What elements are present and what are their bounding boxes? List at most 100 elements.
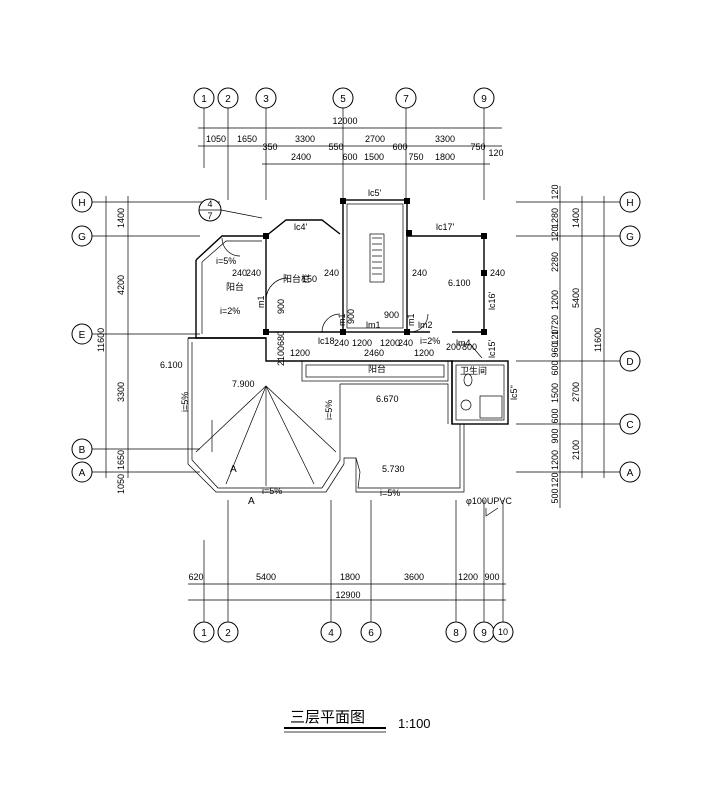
dim-label: 1200 xyxy=(352,338,372,348)
dim-label: 900 xyxy=(484,572,499,582)
dim-label: 900 xyxy=(384,310,399,320)
window-label: lc18 xyxy=(318,336,335,346)
dim-label: 2460 xyxy=(364,348,384,358)
detail-index-mark: 4 7 xyxy=(198,198,263,222)
dim-label: 200 xyxy=(446,342,461,352)
dim-label: 3300 xyxy=(116,382,126,402)
axis-label: D xyxy=(626,357,633,368)
axis-bubble-left-E: E xyxy=(71,323,200,345)
dim-label: 1050 xyxy=(206,134,226,144)
axis-bubble-right-G: G xyxy=(516,225,641,247)
slope-label: i=5% xyxy=(180,392,190,412)
dim-label: 1500 xyxy=(550,383,560,403)
dim-label: 240 xyxy=(398,338,413,348)
axis-bubble-right-H: H xyxy=(516,191,641,213)
dim-label: 3300 xyxy=(295,134,315,144)
top-axis-bubbles: 1 2 3 5 7 9 xyxy=(193,87,495,200)
dim-label: 150 xyxy=(302,274,317,284)
dim-overall-top: 12000 xyxy=(332,116,357,126)
window-label: lc5'' xyxy=(509,385,519,400)
dim-label: 1200 xyxy=(380,338,400,348)
building-walls xyxy=(187,198,509,517)
axis-bubble-bottom-4: 4 xyxy=(320,500,342,643)
axis-label: G xyxy=(626,232,634,243)
axis-label: G xyxy=(78,232,86,243)
left-axis-bubbles: H G E B A xyxy=(71,191,220,483)
axis-bubble-bottom-2: 2 xyxy=(217,500,239,643)
door-label: m1 xyxy=(337,313,347,326)
axis-label: 2 xyxy=(225,94,231,105)
wc-label: 卫生间 xyxy=(460,365,487,376)
dim-label: 4200 xyxy=(116,275,126,295)
window-label: lc16' xyxy=(487,291,497,310)
axis-bubble-bottom-8: 8 xyxy=(445,500,467,643)
axis-label: 5 xyxy=(340,94,346,105)
dim-label: 600 xyxy=(550,408,560,423)
elevation-label: 6.100 xyxy=(448,278,471,288)
dim-label: 1400 xyxy=(571,208,581,228)
balcony-label: 阳台 xyxy=(226,281,244,292)
axis-label: A xyxy=(79,468,86,479)
dim-label: 120 xyxy=(550,184,560,199)
dim-label: 1050 xyxy=(116,474,126,494)
dim-label: 1800 xyxy=(435,152,455,162)
axis-bubble-top-5: 5 xyxy=(332,87,354,200)
axis-label: A xyxy=(627,468,634,479)
dim-label: 900 xyxy=(346,309,356,324)
axis-bubble-bottom-9: 9 xyxy=(473,500,495,643)
dim-label: 1200 xyxy=(458,572,478,582)
dim-label: 1650 xyxy=(237,134,257,144)
dim-label: 120 xyxy=(488,148,503,158)
axis-label: 6 xyxy=(368,628,374,639)
window-label: lc17' xyxy=(436,222,455,232)
dim-label: 1500 xyxy=(364,152,384,162)
dim-label: 2100 xyxy=(276,346,286,366)
axis-bubble-left-A: A xyxy=(71,461,200,483)
window-label: lc4' xyxy=(294,222,308,232)
axis-label: 3 xyxy=(263,94,269,105)
axis-bubble-bottom-6: 6 xyxy=(360,500,382,643)
window-label: lc5' xyxy=(368,188,382,198)
dim-label: 1720 xyxy=(550,315,560,335)
dim-overall-bottom: 12900 xyxy=(335,590,360,600)
axis-bubble-left-G: G xyxy=(71,225,200,247)
dim-label: 1280 xyxy=(550,208,560,228)
axis-label: 10 xyxy=(498,627,508,637)
dim-label: 900 xyxy=(276,299,286,314)
balcony-label: 阳台 xyxy=(368,363,386,374)
dim-overall-left: 11600 xyxy=(96,328,106,352)
slope-label: i=5% xyxy=(216,256,236,266)
elevation-label: 5.730 xyxy=(382,464,405,474)
door-label: m1 xyxy=(256,295,266,308)
top-dimensions: 12000 1050 1650 3300 2700 3300 350 550 6… xyxy=(198,116,504,165)
axis-bubble-left-B: B xyxy=(71,438,200,460)
dim-label: 750 xyxy=(408,152,423,162)
dim-label: 120 xyxy=(550,472,560,487)
dim-label: 1200 xyxy=(290,348,310,358)
dim-label: 240 xyxy=(232,268,247,278)
axis-label: 7 xyxy=(403,94,409,105)
bottom-axis-bubbles: 1 2 4 6 8 9 10 xyxy=(193,500,514,643)
axis-label: H xyxy=(78,198,85,209)
axis-label: 1 xyxy=(201,628,207,639)
dim-label: 1400 xyxy=(116,208,126,228)
dim-overall-right: 11600 xyxy=(593,328,603,352)
axis-bubble-top-2: 2 xyxy=(217,87,239,200)
axis-bubble-left-H: H xyxy=(71,191,220,213)
slope-label: i=2% xyxy=(220,306,240,316)
axis-label: 4 xyxy=(328,628,334,639)
axis-bubble-right-A: A xyxy=(516,461,641,483)
dim-label: 500 xyxy=(550,488,560,503)
axis-label: C xyxy=(626,420,633,431)
axis-bubble-top-9: 9 xyxy=(473,87,495,200)
dim-label: 2400 xyxy=(291,152,311,162)
dim-label: 120 xyxy=(550,329,560,344)
axis-label: 1 xyxy=(201,94,207,105)
dim-label: 2700 xyxy=(571,382,581,402)
door-label: m1 xyxy=(406,313,416,326)
dim-label: 3600 xyxy=(404,572,424,582)
roof-mark: A xyxy=(248,496,255,507)
left-dimensions: 1400 4200 3300 1650 1050 11600 xyxy=(96,196,129,494)
bottom-dimensions: 620 5400 1800 3600 1200 900 12900 xyxy=(188,572,506,601)
